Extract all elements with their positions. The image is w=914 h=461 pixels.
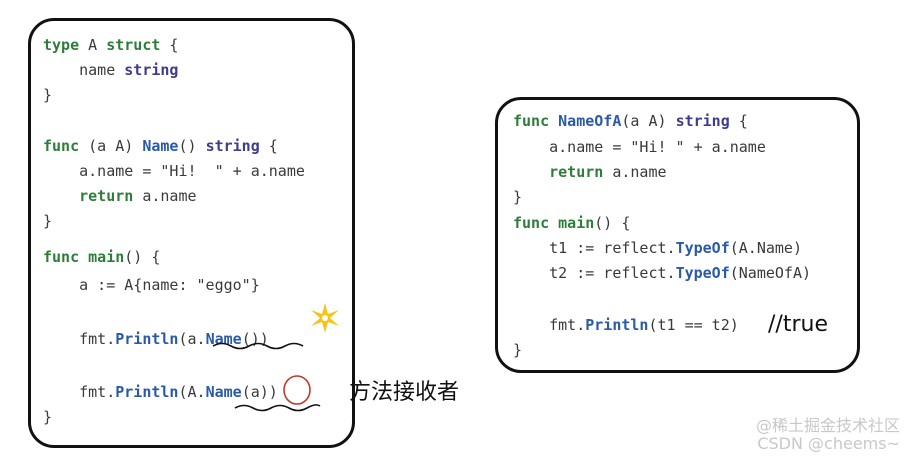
right-code-panel: func NameOfA(a A) string { a.name = "Hi!… (495, 97, 860, 373)
code-line-return: return a.name (549, 163, 667, 181)
code-line-method-decl: func (a A) Name() string { (43, 137, 278, 155)
code-line-main-decl: func main() { (43, 248, 161, 266)
watermark: @稀土掘金技术社区 CSDN @cheems~ (756, 417, 900, 453)
true-comment-annotation: //true (768, 312, 828, 337)
code-line-init: a := A{name: "eggo"} (43, 276, 260, 294)
code-line-field: name string (43, 61, 179, 79)
code-line-main-decl: func main() { (513, 214, 631, 232)
code-line-close-brace: } (513, 188, 523, 206)
code-line-assign: a.name = "Hi! " + a.name (43, 162, 305, 180)
method-receiver-annotation: 方法接收者 (349, 380, 460, 405)
code-line-println-method-expr: fmt.Println(A.Name(a)) (43, 383, 278, 401)
wavy-underline-value-call (212, 342, 304, 350)
code-line-close-brace: } (513, 341, 523, 359)
left-code-panel: type A struct { name string } func (a A)… (28, 18, 355, 448)
receiver-circle (283, 375, 311, 405)
code-line-return: return a.name (79, 187, 197, 205)
wavy-underline-method-expr (234, 404, 321, 412)
watermark-line-2: CSDN @cheems~ (757, 434, 900, 453)
code-line-close-brace: } (43, 408, 53, 426)
code-line-println-value: fmt.Println(a.Name()) (43, 330, 269, 348)
code-line-close-brace: } (43, 212, 53, 230)
code-line-type-struct: type A struct { (43, 36, 179, 54)
code-line-typeof-t1: t1 := reflect.TypeOf(A.Name) (513, 239, 802, 257)
code-line-typeof-t2: t2 := reflect.TypeOf(NameOfA) (513, 264, 812, 282)
code-line-println-compare: fmt.Println(t1 == t2) (513, 316, 739, 334)
watermark-line-1: @稀土掘金技术社区 (755, 416, 900, 435)
sparkle-icon (311, 303, 339, 333)
code-line-func-decl: func NameOfA(a A) string { (513, 112, 748, 130)
code-line-close-brace: } (43, 86, 53, 104)
code-line-assign: a.name = "Hi! " + a.name (513, 138, 766, 156)
